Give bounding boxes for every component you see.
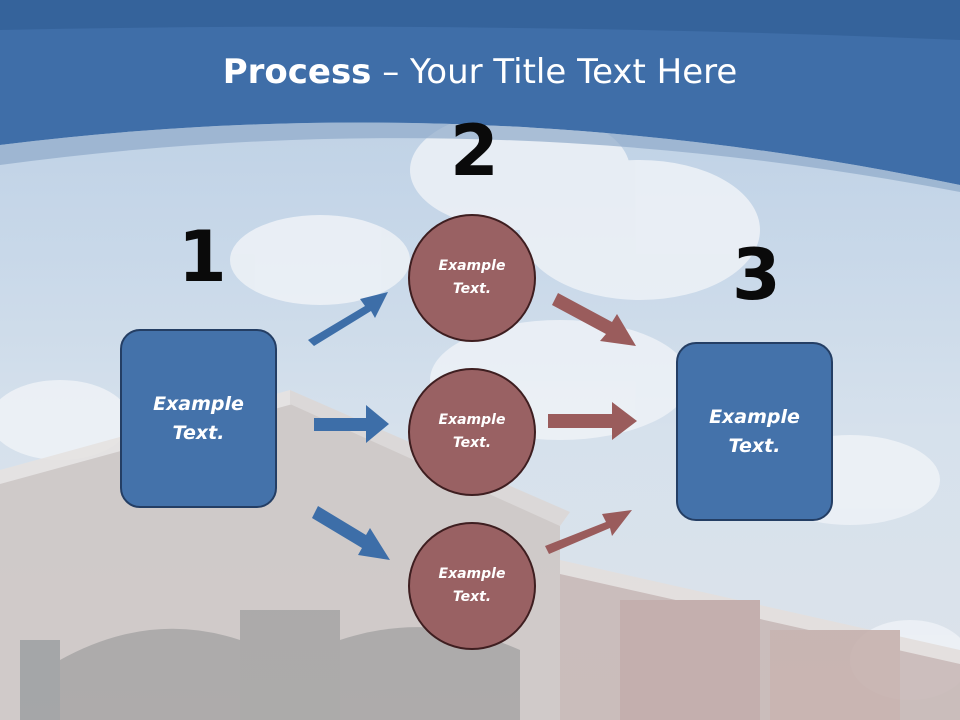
circle-middle-text-line1: Example bbox=[438, 412, 506, 428]
step-1-text-line2: Text. bbox=[172, 421, 225, 444]
title-rest: – Your Title Text Here bbox=[371, 52, 738, 92]
step-number-2: 2 bbox=[450, 110, 499, 192]
step-3-box: Example Text. bbox=[676, 342, 833, 521]
circle-middle: Example Text. bbox=[408, 368, 536, 496]
step-number-3: 3 bbox=[732, 234, 781, 316]
arrow-red-right bbox=[548, 402, 637, 440]
arrow-red-down bbox=[552, 293, 636, 346]
circle-top-text-line2: Text. bbox=[452, 281, 492, 297]
circle-bottom-text-line2: Text. bbox=[452, 589, 492, 605]
circle-top: Example Text. bbox=[408, 214, 536, 342]
arrow-red-up bbox=[545, 510, 632, 554]
step-1-text-line1: Example bbox=[153, 392, 244, 415]
circle-top-text-line1: Example bbox=[438, 258, 506, 274]
step-1-box: Example Text. bbox=[120, 329, 277, 508]
step-3-text-line2: Text. bbox=[728, 434, 781, 457]
circle-bottom-text-line1: Example bbox=[438, 566, 506, 582]
arrow-blue-down bbox=[312, 506, 390, 560]
circle-middle-text-line2: Text. bbox=[452, 435, 492, 451]
arrow-blue-up bbox=[308, 292, 388, 346]
step-number-1: 1 bbox=[178, 216, 227, 298]
slide-title: Process – Your Title Text Here bbox=[0, 52, 960, 92]
circle-bottom: Example Text. bbox=[408, 522, 536, 650]
step-3-text-line1: Example bbox=[709, 405, 800, 428]
arrow-blue-right bbox=[314, 405, 389, 443]
title-bold: Process bbox=[222, 52, 372, 92]
